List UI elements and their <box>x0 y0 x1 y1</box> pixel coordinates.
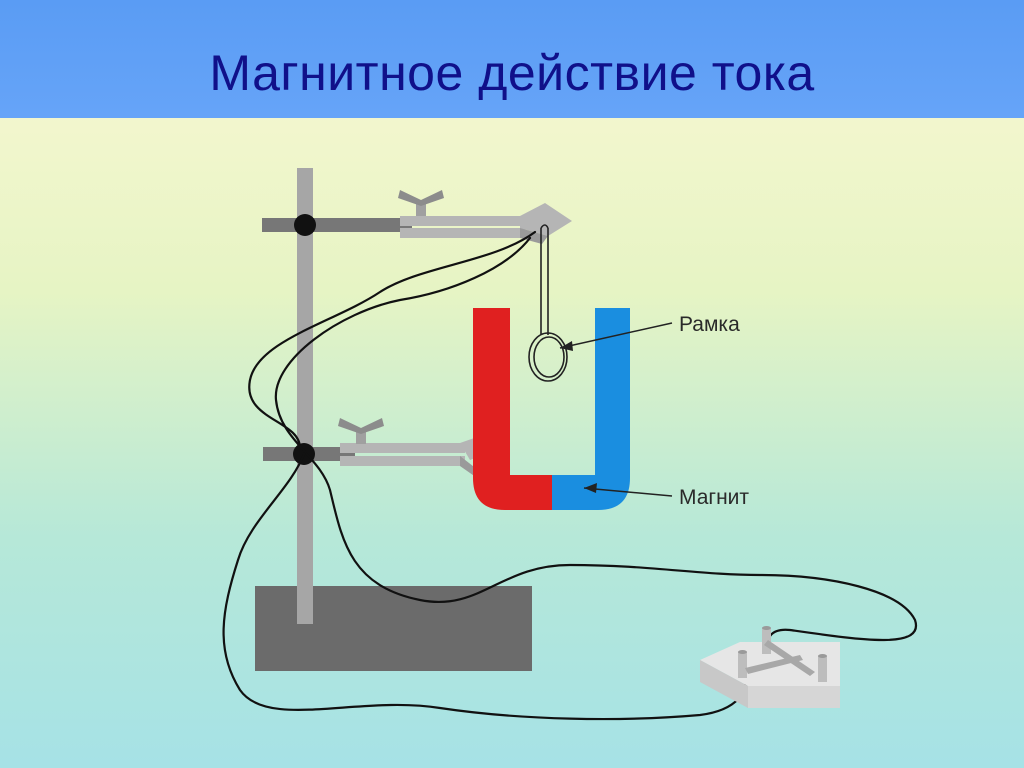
switch-key <box>700 626 840 708</box>
wire-frame <box>528 224 568 382</box>
upper-clamp-knob <box>294 214 316 236</box>
connecting-wires <box>222 230 918 721</box>
stand-base <box>255 586 532 671</box>
u-magnet <box>473 308 630 510</box>
lower-wing-screw <box>338 418 384 444</box>
frame-callout <box>559 322 673 351</box>
magnet-callout <box>583 483 673 497</box>
page-title: Магнитное действие тока <box>209 45 815 101</box>
frame-label: Рамка <box>679 313 740 336</box>
stand-rod <box>297 168 313 624</box>
upper-wing-screw <box>398 190 444 216</box>
magnet-label: Магнит <box>679 486 749 509</box>
title-bar <box>0 0 1024 118</box>
